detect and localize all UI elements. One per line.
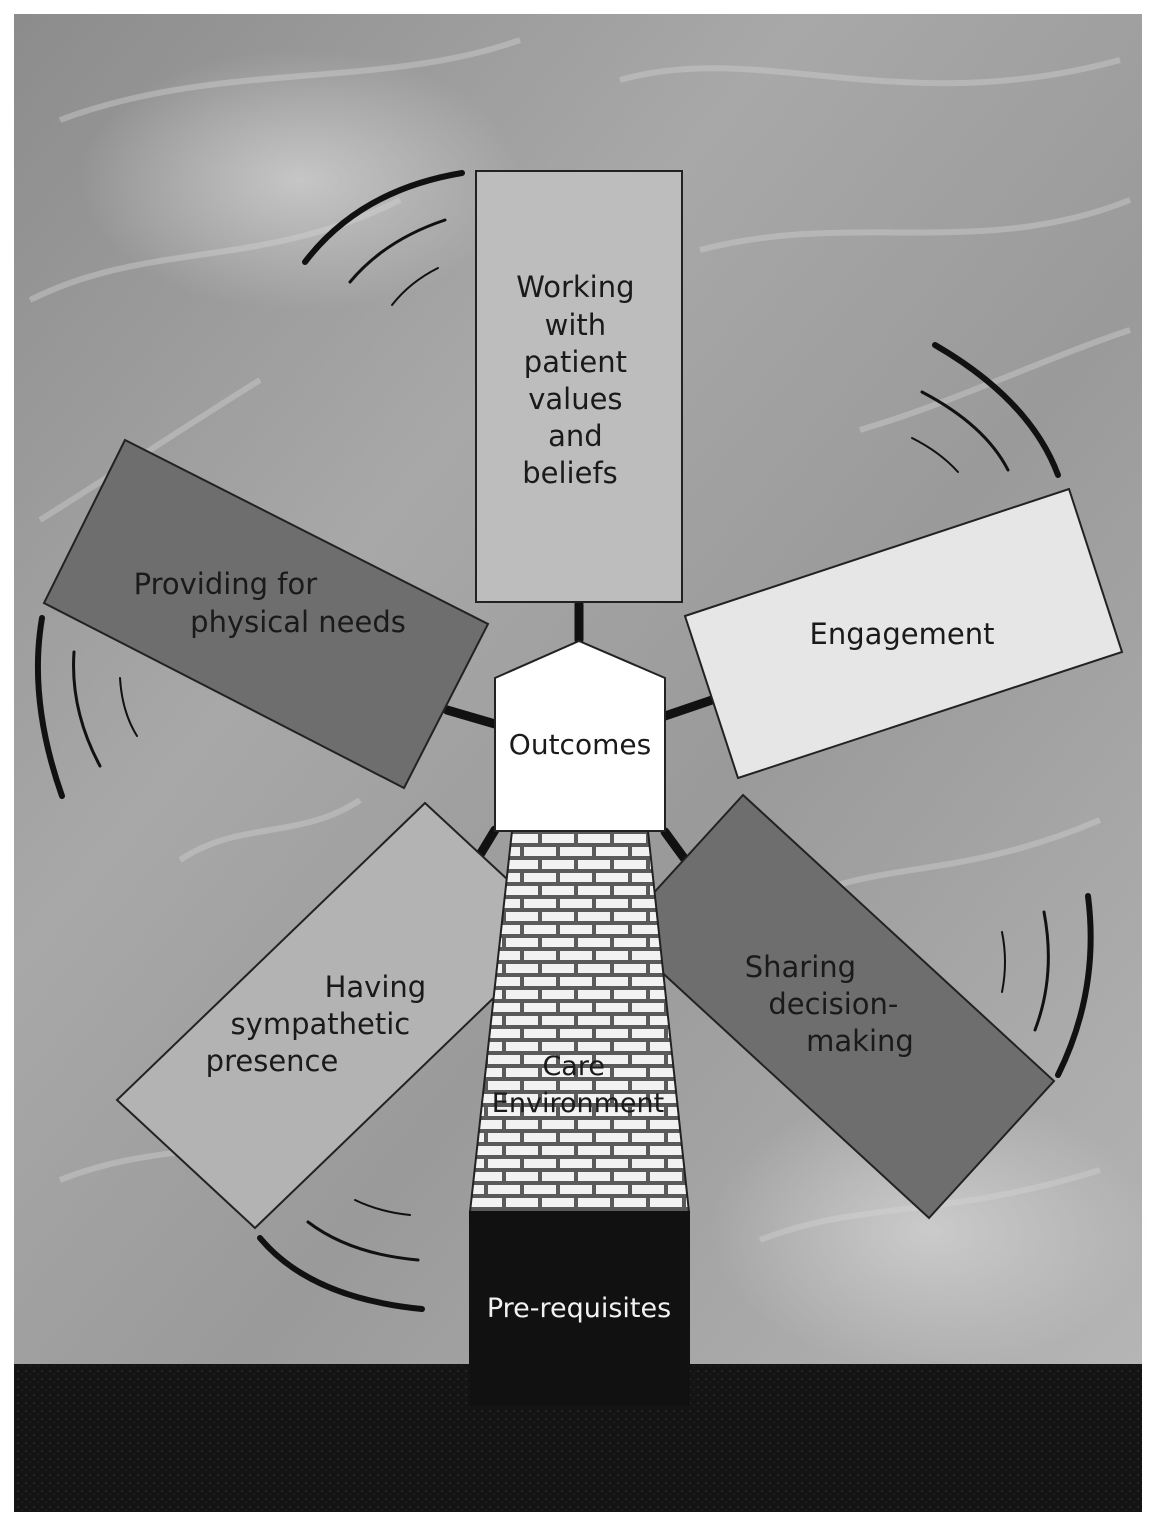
tower-label: Care Environment (492, 1051, 664, 1119)
prerequisites-base: Pre-requisites (469, 1211, 690, 1406)
motion-arc-bottom-left (306, 1220, 420, 1262)
motion-arc-right (1001, 931, 1006, 993)
blade-right: Engagement (683, 487, 1124, 780)
blade-lower-left-label: Having sympathetic presence (206, 970, 436, 1078)
care-environment-tower: Care Environment (468, 830, 691, 1213)
motion-arc-left (34, 615, 65, 799)
motion-arc-bottom-left (354, 1199, 411, 1216)
cloud-glow (80, 50, 520, 310)
motion-arc-right (1055, 893, 1094, 1078)
blade-top-label: Working with patient values and beliefs (516, 270, 644, 490)
motion-arc-top-left (348, 218, 447, 284)
spokes (442, 599, 717, 863)
motion-arc-top-right (920, 390, 1010, 472)
motion-arc-top-left (302, 170, 465, 265)
blade-left-label: Providing for physical needs (134, 567, 406, 639)
base-label: Pre-requisites (487, 1293, 671, 1324)
blade-top: Working with patient values and beliefs (475, 170, 683, 603)
blade-right-label: Engagement (810, 617, 995, 651)
motion-arc-bottom-left (257, 1235, 425, 1312)
motion-arcs (34, 170, 1094, 1312)
motion-arc-left (119, 677, 138, 737)
motion-arc-left (72, 650, 102, 768)
blade-left: Providing for physical needs (42, 438, 490, 790)
blade-lower-right: Sharing decision- making (616, 793, 1056, 1220)
blade-lower-right-label: Sharing decision- making (745, 950, 914, 1058)
blade-lower-left: Having sympathetic presence (115, 801, 565, 1230)
motion-arc-right (1033, 910, 1050, 1032)
motion-arc-top-right (932, 342, 1061, 478)
motion-arc-top-left (391, 267, 439, 306)
outcomes-hub: Outcomes (494, 639, 666, 832)
motion-arc-top-right (911, 437, 959, 473)
hub-label: Outcomes (509, 728, 651, 761)
cloud-glow (710, 1090, 1150, 1370)
